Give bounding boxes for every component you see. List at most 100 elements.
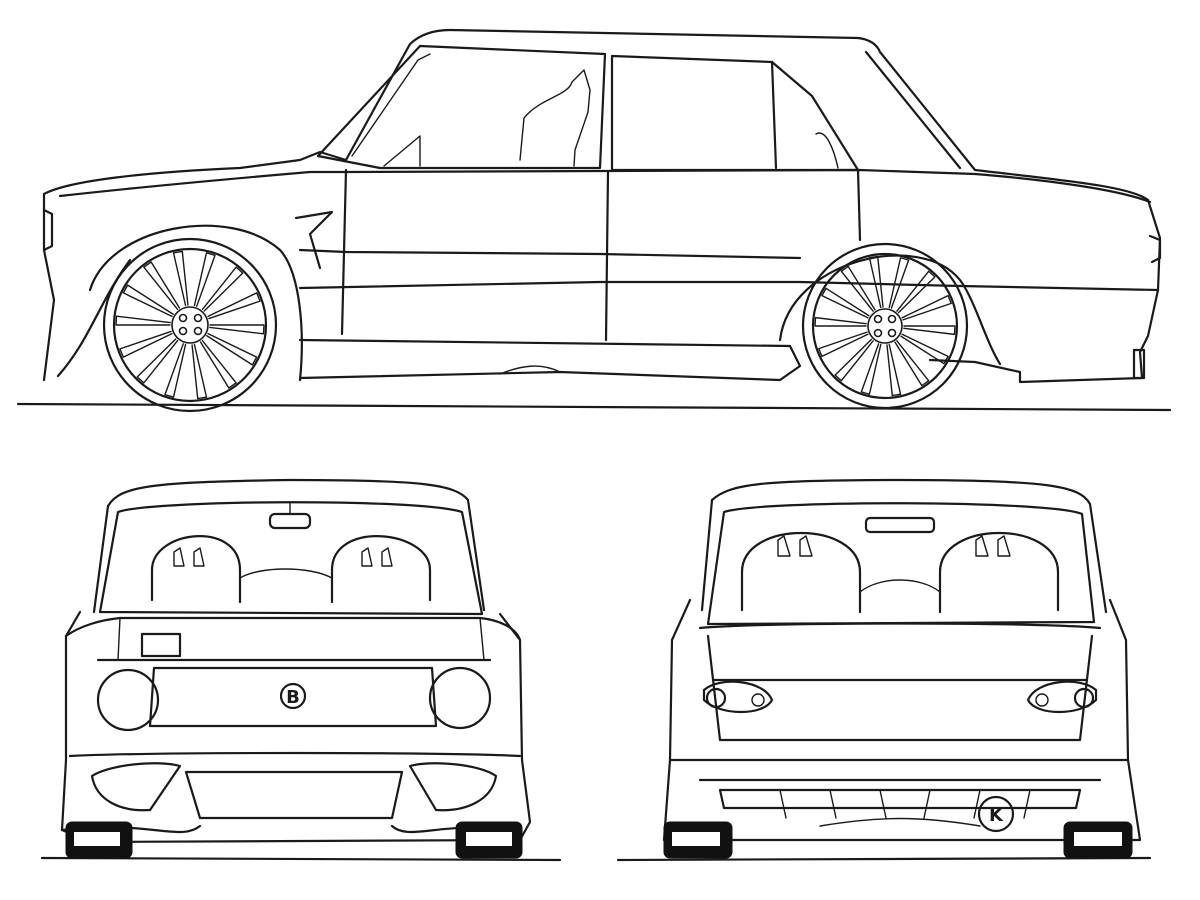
side-front-door-edge [340,168,348,336]
side-rear-pillar [770,60,778,170]
front-left-fog-intake [90,762,182,812]
side-view [16,28,1172,413]
side-front-tire [102,237,278,413]
rim-spoke [136,338,179,384]
rim-spoke [818,331,869,358]
front-roof-outline [106,478,486,612]
side-front-wheel [102,237,278,413]
side-head-light [42,208,54,252]
rear-right-seat-holes [975,535,1011,557]
front-right-seat-holes [361,547,393,567]
side-exhaust-shadow [499,365,561,375]
rim-spoke [821,287,870,319]
rim-spoke [868,255,884,309]
rear-body-outline [662,598,1142,842]
rear-left-taillight [702,680,774,714]
rim-spoke [886,343,902,397]
rim-spoke [143,261,181,311]
rim-spoke [191,343,208,400]
side-front-rim [112,247,268,403]
rim-spoke [206,332,258,366]
rim-spoke [122,284,174,318]
front-windshield [98,501,484,616]
side-rear-tire [801,242,969,410]
rear-emblem-letter: K [989,805,1004,826]
front-left-seat [150,535,242,604]
rim-spoke [172,250,189,307]
rim-spoke [119,330,173,358]
front-body-outline [60,610,532,844]
side-tail-light [1148,234,1162,264]
rear-diffuser-fins [779,789,1031,819]
rim-spoke [193,252,216,307]
rear-diffuser [718,788,1082,810]
front-left-headlight [96,668,160,732]
side-mirror-outline [383,135,421,167]
side-front-rim-spokes [115,250,265,400]
rim-spoke [164,343,187,398]
front-lower-intake [184,770,404,820]
side-rear-hub [867,308,903,344]
rim-spoke [860,343,882,395]
front-center-console [239,568,333,579]
rim-spoke [840,265,876,312]
rim-spoke [888,257,910,309]
rim-spoke [201,266,244,312]
side-seat-outline [519,69,591,167]
side-exhaust-tip [1132,348,1146,380]
side-front-hub [171,306,209,344]
rim-spoke [894,340,930,387]
rim-spoke [834,338,874,382]
rim-spoke [901,294,952,321]
side-mid-crease [298,248,802,260]
rear-left-seat [740,532,862,614]
rear-trunk-edge [698,622,1102,630]
side-ground-line [16,402,1172,412]
front-grille [148,666,438,728]
side-body-outline [42,28,1162,384]
front-hood-edge [64,616,522,642]
rim-spoke [903,325,956,336]
side-belt-line [344,168,1152,204]
rear-roof-outline [710,478,1108,614]
front-rear-view-mirror [268,512,312,530]
side-rear-rim-spokes [814,255,956,397]
rim-spoke [207,292,261,320]
side-door-split [604,170,610,342]
rim-spoke [814,316,867,327]
rim-spoke [209,324,265,335]
side-rear-rim [811,252,959,400]
side-hood-line [58,170,348,198]
rear-exhaust-shadow [819,817,981,827]
rear-brake-light [864,516,936,534]
rim-spoke [896,270,936,314]
front-left-seat-holes [173,547,205,567]
side-rocker-sill [298,338,802,382]
side-front-window [316,44,607,170]
side-rear-door-edge [856,168,862,242]
front-right-fog-intake [408,762,498,812]
front-hood-creases [117,617,485,661]
rear-exhaust-emblem [977,795,1015,833]
rear-pillar-left [700,498,714,612]
rear-left-seat-holes [777,535,813,557]
side-c-pillar [864,50,962,170]
rear-trunk-lid [706,634,1094,742]
side-a-pillar-inner [351,53,431,157]
front-right-headlight [428,666,492,730]
front-right-seat [330,535,432,604]
front-emblem-letter: B [286,687,300,708]
rear-center-seat [859,579,941,593]
side-front-wheel-arch [88,224,303,382]
front-a-pillar-left [92,504,110,614]
side-lower-crease [298,280,1160,292]
front-grille-emblem [279,682,307,710]
rim-spoke [900,333,949,365]
rear-right-seat [938,532,1060,614]
rear-ground-line [616,856,1152,862]
side-rear-seat-outline [815,132,839,169]
side-rear-window [610,54,860,172]
side-rear-wheel [801,242,969,410]
